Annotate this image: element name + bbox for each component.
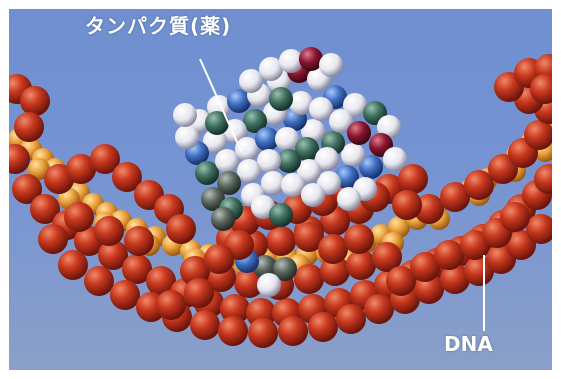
molecular-model-photo <box>9 9 552 370</box>
protein-atom <box>215 149 239 173</box>
dna-backbone-atom <box>94 216 124 246</box>
dna-backbone-atom <box>308 312 338 342</box>
dna-backbone-atom <box>190 310 220 340</box>
protein-atom <box>383 147 407 171</box>
dna-label: DNA <box>444 332 493 356</box>
protein-atom <box>237 159 261 183</box>
protein-atom <box>269 203 293 227</box>
dna-backbone-atom <box>248 318 278 348</box>
dna-protein-molecule-illustration <box>9 9 552 370</box>
dna-backbone-atom <box>20 86 50 116</box>
dna-backbone-atom <box>336 304 366 334</box>
dna-backbone-atom <box>184 278 214 308</box>
dna-backbone-atom <box>38 224 68 254</box>
protein-atom <box>257 273 281 297</box>
dna-backbone-atom <box>204 244 234 274</box>
dna-backbone-atom <box>166 214 196 244</box>
dna-backbone-atom <box>364 294 394 324</box>
protein-atom <box>341 143 365 167</box>
protein-atom <box>175 125 199 149</box>
protein-label: タンパク質(薬) <box>85 10 231 39</box>
dna-backbone-atom <box>318 234 348 264</box>
dna-backbone-atom <box>218 316 248 346</box>
dna-backbone-atom <box>124 226 154 256</box>
dna-backbone-atom <box>344 224 374 254</box>
dna-backbone-atom <box>294 264 324 294</box>
dna-backbone-atom <box>278 316 308 346</box>
dna-backbone-atom <box>110 280 140 310</box>
atom-spheres <box>9 47 552 348</box>
protein-atom <box>173 103 197 127</box>
protein-atom <box>211 207 235 231</box>
protein-atom <box>319 53 343 77</box>
protein-atom <box>347 121 371 145</box>
dna-backbone-atom <box>434 240 464 270</box>
protein-atom <box>239 69 263 93</box>
protein-atom <box>195 161 219 185</box>
dna-backbone-atom <box>500 202 530 232</box>
protein-atom <box>269 87 293 111</box>
protein-atom <box>337 187 361 211</box>
dna-backbone-atom <box>266 226 296 256</box>
dna-backbone-atom <box>156 290 186 320</box>
dna-backbone-atom <box>398 164 428 194</box>
protein-atom <box>301 183 325 207</box>
dna-backbone-atom <box>58 250 88 280</box>
dna-backbone-atom <box>392 190 422 220</box>
dna-backbone-atom <box>84 266 114 296</box>
dna-backbone-atom <box>346 250 376 280</box>
dna-backbone-atom <box>14 112 44 142</box>
protein-atom <box>309 97 333 121</box>
dna-backbone-atom <box>64 202 94 232</box>
